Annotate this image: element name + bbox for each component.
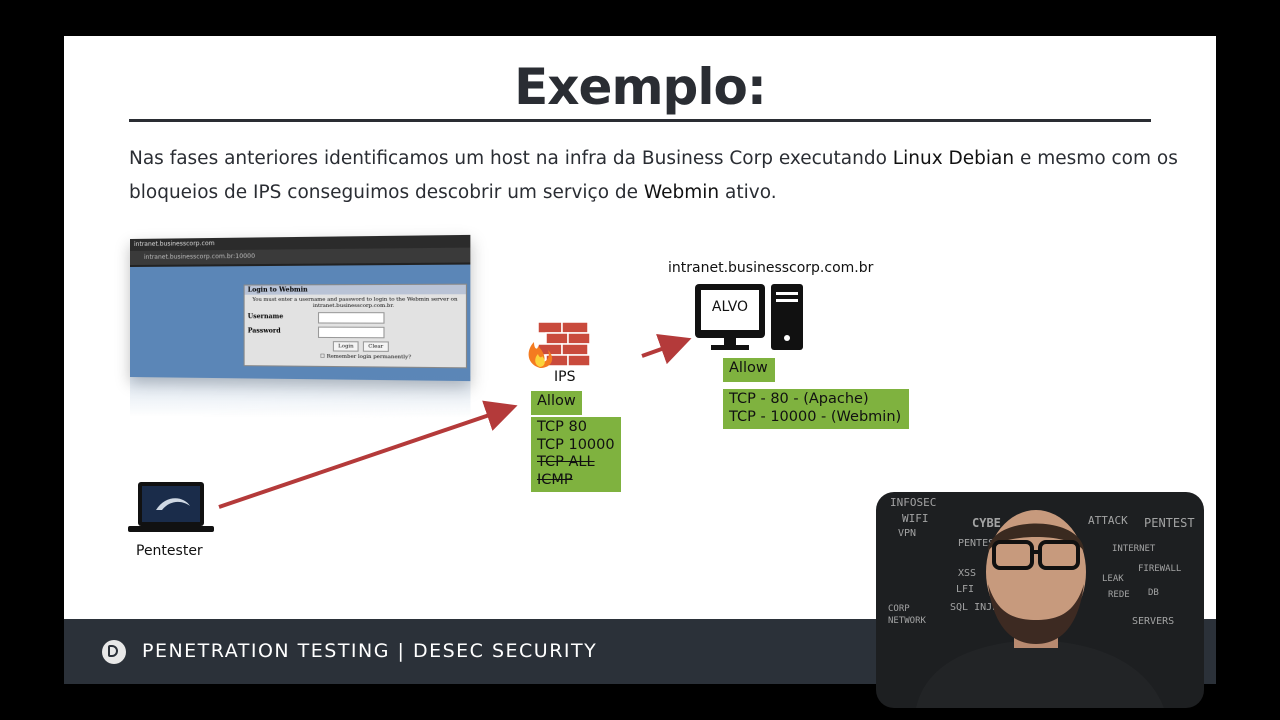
para-bold-linux: Linux Debian	[892, 148, 1015, 169]
chalk-word: ATTACK	[1088, 514, 1128, 527]
screenshot-reflection	[130, 375, 471, 419]
arrow-pentester-to-ips	[218, 400, 518, 509]
slide-paragraph: Nas fases anteriores identificamos um ho…	[129, 142, 1189, 210]
target-allow-badge: Allow	[723, 358, 775, 382]
chalk-word: NETWORK	[888, 616, 926, 626]
password-label: Password	[247, 327, 281, 335]
ips-rule-blocked: TCP ALL	[537, 454, 595, 470]
password-field	[317, 326, 385, 339]
para-text-3: ativo.	[719, 182, 777, 203]
target-computer-icon	[695, 284, 803, 350]
ips-label: IPS	[554, 369, 576, 385]
slide-title: Exemplo:	[514, 58, 767, 116]
chalk-word: FIREWALL	[1138, 564, 1182, 574]
chalk-word: SQL INJE	[950, 602, 999, 613]
webmin-screenshot: intranet.businesscorp.com intranet.busin…	[130, 234, 471, 382]
presenter-webcam: INFOSEC WIFI VPN PENTEST ATTACK INTERNET…	[876, 492, 1204, 708]
pentester-label: Pentester	[136, 543, 203, 559]
ips-rule-blocked: ICMP	[537, 471, 573, 488]
target-rule: TCP - 10000 - (Webmin)	[729, 408, 902, 425]
chalk-word: SERVERS	[1132, 616, 1175, 627]
slide: Exemplo: Nas fases anteriores identifica…	[64, 36, 1216, 684]
chalk-word: REDE	[1108, 590, 1130, 600]
ips-rule: TCP 10000	[537, 436, 615, 453]
footer-text: PENETRATION TESTING | DESEC SECURITY	[142, 640, 598, 662]
chalk-word: PENTEST	[1144, 516, 1195, 530]
chalk-word: PENTEST	[958, 538, 1001, 549]
ips-rule: TCP 80	[537, 419, 587, 435]
para-bold-webmin: Webmin	[643, 182, 720, 203]
chalk-word: XSS	[958, 568, 977, 579]
target-hostname: intranet.businesscorp.com.br	[668, 260, 874, 276]
target-rules-box: TCP - 80 - (Apache) TCP - 10000 - (Webmi…	[723, 389, 909, 429]
chalk-word: CYBE	[972, 516, 1001, 530]
arrow-ips-to-target	[641, 334, 692, 365]
chalk-word: DB	[1148, 588, 1159, 598]
remember-checkbox-label: ☐ Remember login permanently?	[320, 353, 412, 361]
chalk-word: VPN	[898, 528, 917, 539]
remember-text: Remember login permanently?	[326, 353, 412, 361]
firewall-icon	[528, 321, 591, 368]
ips-allow-badge: Allow	[531, 391, 582, 415]
pentester-laptop-icon	[128, 482, 214, 532]
username-field	[317, 312, 385, 324]
login-button: Login	[332, 341, 359, 352]
para-text-1: Nas fases anteriores identificamos um ho…	[129, 148, 893, 169]
username-label: Username	[247, 313, 284, 321]
para-text-2: e mesmo com os bloqueios de IPS consegui…	[129, 148, 1178, 203]
clear-button: Clear	[362, 341, 389, 352]
chalk-word: LFI	[956, 584, 975, 595]
chalk-word: WIFI	[902, 512, 929, 525]
chalk-word: CORP	[888, 604, 910, 614]
ips-rules-box: TCP 80 TCP 10000 TCP ALL ICMP	[531, 417, 621, 492]
title-divider	[129, 119, 1151, 122]
login-message: You must enter a username and password t…	[252, 296, 458, 310]
login-title: Login to Webmin	[244, 284, 466, 295]
target-rule: TCP - 80 - (Apache)	[729, 391, 869, 407]
webmin-login-box: Login to Webmin You must enter a usernam…	[243, 283, 468, 369]
chalk-word: INTERNET	[1112, 544, 1156, 554]
target-alvo-label: ALVO	[711, 299, 749, 315]
chalk-word: INFOSEC	[890, 496, 937, 509]
presenter-figure	[916, 510, 1164, 708]
browser-url: intranet.businesscorp.com.br:10000	[130, 247, 471, 267]
chalk-word: LEAK	[1102, 574, 1124, 584]
desec-logo-icon	[102, 640, 126, 664]
